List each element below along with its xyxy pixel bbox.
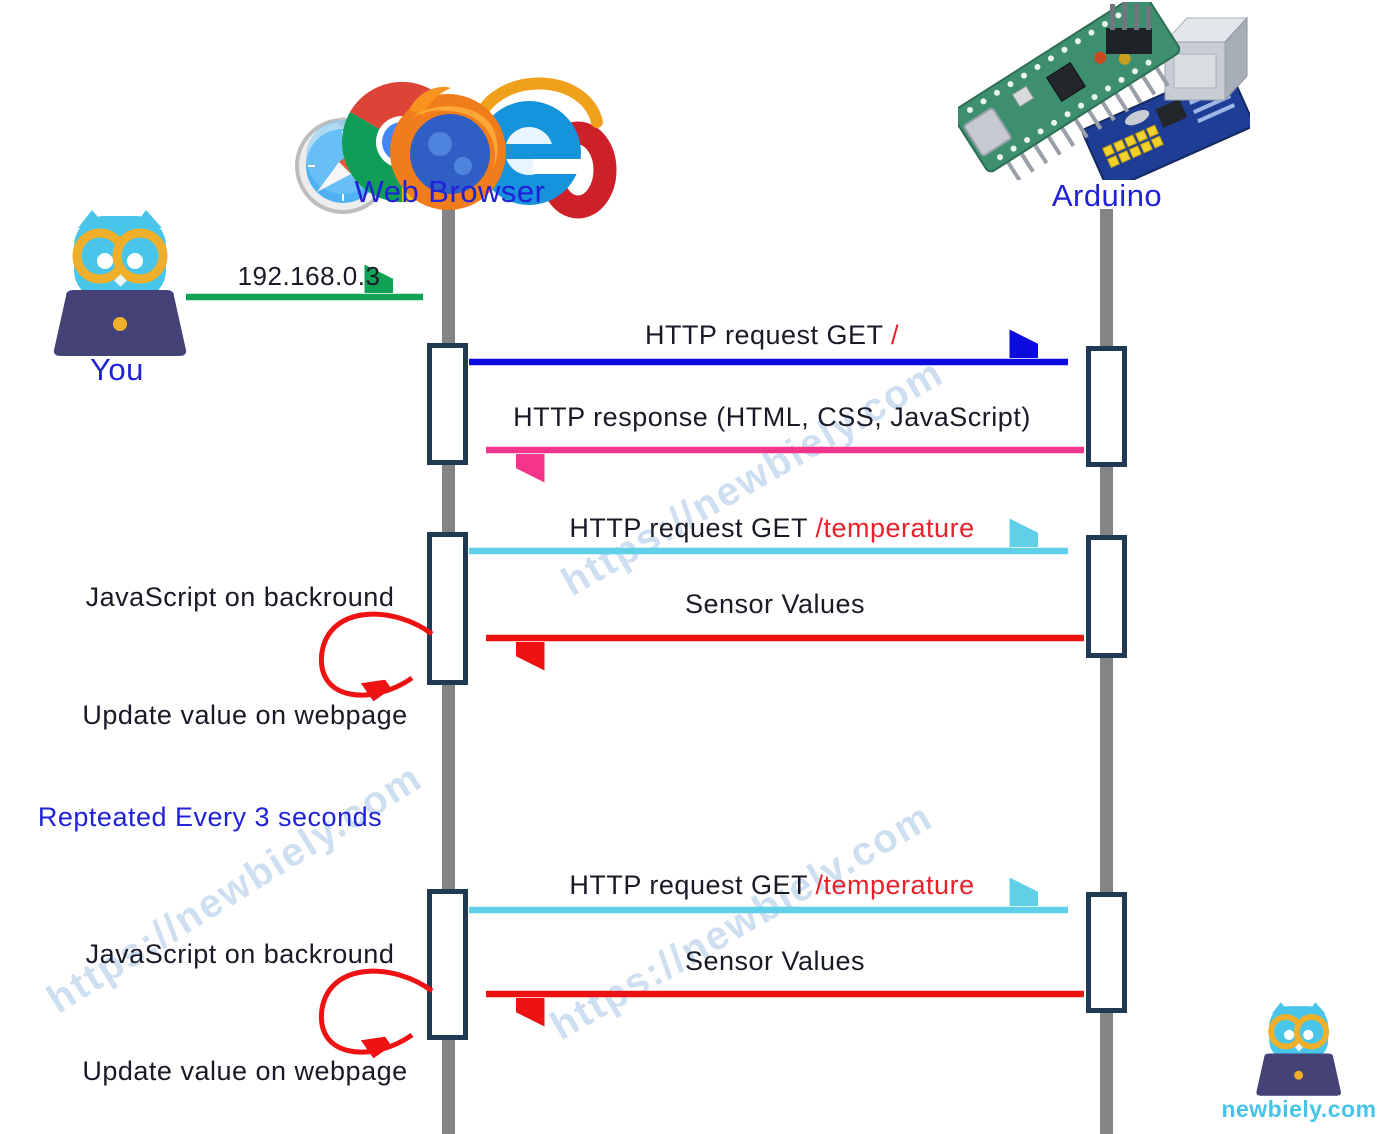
arduino-activation-1 (1086, 346, 1127, 467)
user-owl-icon (53, 210, 187, 356)
browser-activation-3 (427, 889, 468, 1040)
arduino-activation-3 (1086, 892, 1127, 1013)
http-get-temperature-prefix: HTTP request GET (569, 513, 816, 543)
rj45-jack (1163, 16, 1249, 102)
watermark-text: https://newbiely.com (543, 794, 941, 1049)
you-label: You (90, 352, 144, 387)
update-value-note: Update value on webpage (82, 700, 408, 730)
self-loop-update-1 (318, 611, 434, 695)
sensor-values-label: Sensor Values (684, 589, 866, 619)
browser-label: Web Browser (354, 174, 546, 209)
update-value-note: Update value on webpage (82, 1056, 408, 1086)
http-get-temperature-path: /temperature (815, 870, 975, 900)
http-get-root-path: / (891, 320, 900, 350)
brand-owl-icon (1256, 1002, 1341, 1096)
watermark-text: https://newbiely.com (39, 755, 430, 1022)
header-pins (1106, 2, 1152, 54)
sensor-values-label: Sensor Values (684, 946, 866, 976)
watermark-text: https://newbiely.com (554, 350, 952, 605)
arduino-board-icon (958, 2, 1250, 180)
http-get-temperature-label: HTTP request GET /temperature (569, 870, 974, 901)
http-get-root-prefix: HTTP request GET (644, 320, 892, 350)
self-loop-update-2 (318, 968, 434, 1052)
http-get-temperature-prefix: HTTP request GET (569, 870, 816, 900)
javascript-background-note: JavaScript on backround (85, 582, 395, 612)
ip-address-label: 192.168.0.3 (237, 261, 381, 291)
arduino-label: Arduino (1051, 178, 1163, 213)
http-get-root-label: HTTP request GET / (645, 320, 899, 351)
repeated-every-3-seconds-note: Repteated Every 3 seconds (37, 802, 383, 832)
arduino-activation-2 (1086, 535, 1127, 658)
javascript-background-note: JavaScript on backround (85, 939, 395, 969)
http-get-temperature-label: HTTP request GET /temperature (569, 513, 974, 544)
browser-activation-2 (427, 532, 468, 685)
firefox-icon (390, 86, 506, 210)
http-get-temperature-path: /temperature (815, 513, 975, 543)
browser-activation-1 (427, 343, 468, 465)
http-response-label: HTTP response (HTML, CSS, JavaScript) (513, 402, 1031, 432)
web-browser-logos-icon (295, 77, 617, 219)
brand-label: newbiely.com (1221, 1096, 1377, 1122)
